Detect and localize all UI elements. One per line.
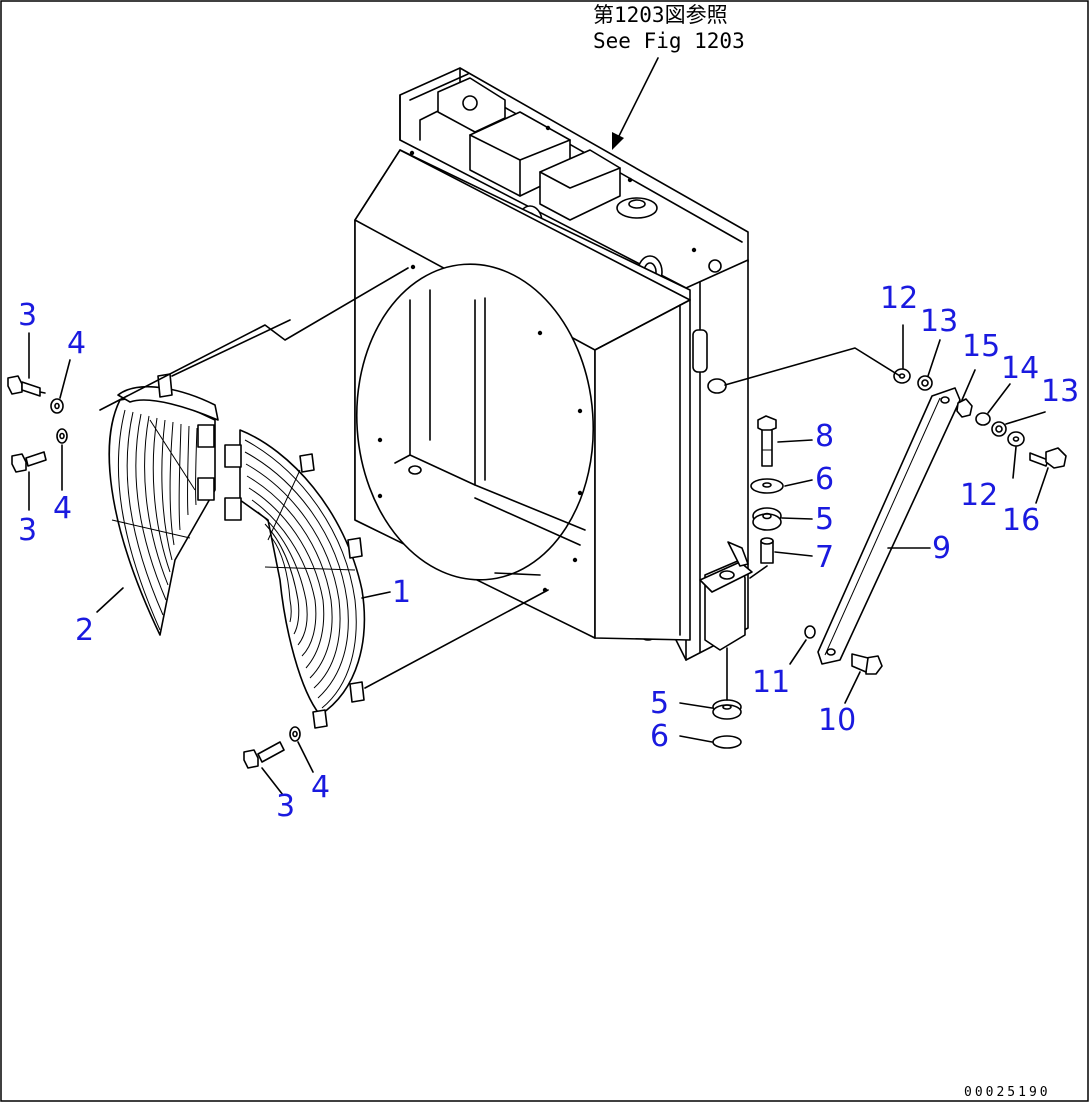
- collar-7: [760, 537, 774, 564]
- radiator-assembly: [354, 67, 753, 661]
- callout-4-top: 4: [67, 326, 86, 361]
- reference-en: See Fig 1203: [593, 29, 745, 53]
- callout-6-top: 6: [815, 462, 834, 497]
- bolt-3-bottom: [243, 741, 285, 769]
- drawing-code: 00025190: [964, 1085, 1051, 1100]
- washer-4-mid: [56, 428, 68, 444]
- washer-6-top: [750, 478, 784, 494]
- callout-5-top: 5: [815, 502, 834, 537]
- bolt-16: [1029, 447, 1067, 469]
- washer-11: [804, 625, 816, 639]
- callout-6-bottom: 6: [650, 719, 669, 754]
- bolt-8: [757, 415, 777, 467]
- callout-2: 2: [75, 613, 94, 648]
- washer-4-bottom: [289, 726, 301, 742]
- callout-5-bottom: 5: [650, 686, 669, 721]
- callout-9: 9: [932, 531, 951, 566]
- callout-15: 15: [962, 329, 1000, 364]
- washer-13-bottom: [991, 421, 1007, 437]
- washer-6-bottom: [712, 735, 742, 749]
- washer-12-bottom: [1007, 431, 1025, 447]
- bolt-10: [851, 653, 883, 675]
- reference-arrow: [612, 57, 659, 150]
- callout-3-mid: 3: [18, 513, 37, 548]
- stay-9: [817, 387, 961, 665]
- collar-14: [975, 412, 991, 426]
- callout-8: 8: [815, 419, 834, 454]
- callout-10: 10: [818, 703, 856, 738]
- fan-guard-right: [224, 429, 366, 729]
- reference-jp: 第1203図参照: [593, 3, 728, 27]
- callout-4-bottom: 4: [311, 770, 330, 805]
- washer-13-top: [917, 375, 933, 391]
- callout-7: 7: [815, 540, 834, 575]
- washer-4-top: [50, 398, 64, 414]
- washer-12-top: [893, 368, 911, 384]
- callout-3-top: 3: [18, 298, 37, 333]
- callout-12-top: 12: [880, 281, 918, 316]
- fan-guard-left: [108, 373, 219, 636]
- callout-numbers: 3 4 4 3 2 1 3 4 12 13 15 14 13 12 16 8 6…: [18, 281, 1079, 824]
- cushion-5-bottom: [712, 699, 742, 720]
- callout-1: 1: [392, 575, 411, 610]
- callout-13-bottom: 13: [1041, 374, 1079, 409]
- bolt-3-mid: [11, 451, 47, 473]
- cushion-5-top: [752, 507, 782, 531]
- callout-11: 11: [752, 665, 790, 700]
- nut-15: [956, 398, 973, 418]
- callout-13-top: 13: [920, 304, 958, 339]
- callout-3-bottom: 3: [276, 789, 295, 824]
- callout-14: 14: [1001, 351, 1039, 386]
- leader-lines: [28, 267, 1049, 796]
- bolt-3-top: [7, 375, 46, 397]
- callout-4-mid: 4: [53, 491, 72, 526]
- callout-12-bottom: 12: [960, 478, 998, 513]
- callout-16: 16: [1002, 503, 1040, 538]
